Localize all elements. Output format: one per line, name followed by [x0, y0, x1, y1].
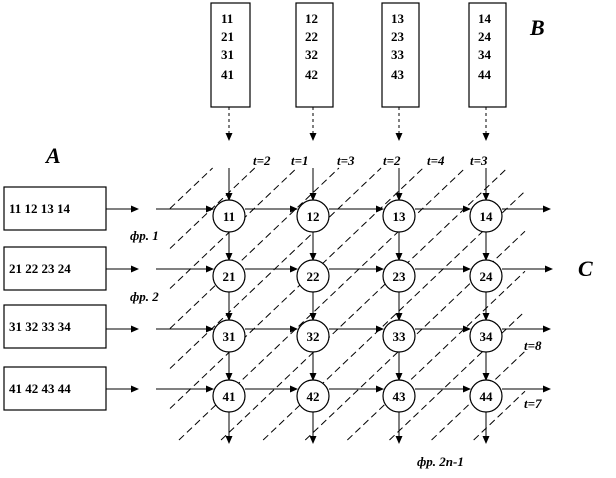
matrix-a-row-2: 21 22 23 24 [3, 246, 107, 291]
node: 21 [212, 259, 246, 293]
node-label: 24 [480, 269, 494, 284]
node-label: 43 [393, 389, 407, 404]
node: 31 [212, 319, 246, 353]
matrix-b-column-2: 12 22 32 42 [295, 2, 334, 108]
wavefront-line [169, 167, 298, 289]
node: 13 [382, 199, 416, 233]
wavefront-line [473, 390, 526, 441]
b-value: 31 [221, 47, 234, 62]
time-label: t=3 [470, 153, 488, 168]
time-label: t=7 [524, 396, 542, 411]
wavefront-line [347, 270, 526, 441]
matrix-c-label: C [578, 256, 593, 281]
node: 11 [212, 199, 246, 233]
node: 24 [469, 259, 503, 293]
node-label: 14 [480, 209, 494, 224]
matrix-b-column-3: 13 23 33 43 [381, 2, 420, 108]
time-label: t=2 [383, 153, 401, 168]
b-value: 33 [391, 47, 405, 62]
node: 42 [296, 379, 330, 413]
node-label: 33 [393, 329, 407, 344]
b-value: 42 [305, 67, 318, 82]
b-value: 24 [478, 29, 492, 44]
time-label: t=2 [253, 153, 271, 168]
a-row-values: 31 32 33 34 [9, 319, 71, 334]
b-value: 43 [391, 67, 405, 82]
node: 33 [382, 319, 416, 353]
time-label: t=3 [337, 153, 355, 168]
b-value: 13 [391, 11, 405, 26]
matrix-b-label: B [529, 15, 545, 40]
b-value: 32 [305, 47, 318, 62]
b-value: 21 [221, 29, 234, 44]
node: 12 [296, 199, 330, 233]
node: 43 [382, 379, 416, 413]
b-value: 44 [478, 67, 492, 82]
matrix-b-column-1: 11 21 31 41 [210, 2, 251, 108]
wavefront-line [304, 230, 526, 441]
front-label: фр. 1 [130, 228, 159, 243]
node: 41 [212, 379, 246, 413]
b-value: 12 [305, 11, 318, 26]
matrix-a-row-1: 11 12 13 14 [3, 186, 107, 231]
wavefront-line [169, 167, 213, 209]
node-label: 41 [223, 389, 236, 404]
front-label: фр. 2n-1 [417, 454, 464, 469]
grid-connections [106, 107, 553, 444]
matrix-a-label: A [44, 143, 61, 168]
node-label: 12 [307, 209, 320, 224]
b-value: 22 [305, 29, 318, 44]
front-label: фр. 2 [130, 289, 159, 304]
matrix-a-row-4: 41 42 43 44 [3, 366, 107, 411]
node-label: 11 [223, 209, 235, 224]
matrix-a-row-3: 31 32 33 34 [3, 304, 107, 349]
node-label: 21 [223, 269, 236, 284]
wavefront-line [169, 167, 424, 409]
node-label: 13 [393, 209, 407, 224]
wavefront-line [389, 310, 526, 441]
node: 22 [296, 259, 330, 293]
node: 34 [469, 319, 503, 353]
matrix-b-column-4: 14 24 34 44 [468, 2, 507, 108]
wavefront-line [169, 167, 382, 369]
node-label: 34 [480, 329, 494, 344]
node: 14 [469, 199, 503, 233]
node-label: 42 [307, 389, 320, 404]
b-value: 41 [221, 67, 234, 82]
a-row-values: 21 22 23 24 [9, 261, 71, 276]
node-label: 44 [480, 389, 494, 404]
b-value: 23 [391, 29, 405, 44]
processing-elements: 11 12 13 14 21 22 23 24 31 32 33 34 41 4… [212, 199, 503, 413]
node: 44 [469, 379, 503, 413]
node-label: 23 [393, 269, 407, 284]
wavefront-line [169, 167, 340, 329]
node-label: 31 [223, 329, 236, 344]
time-label: t=4 [427, 153, 445, 168]
node-label: 22 [307, 269, 320, 284]
node: 23 [382, 259, 416, 293]
node-label: 32 [307, 329, 320, 344]
b-value: 34 [478, 47, 492, 62]
b-value: 14 [478, 11, 492, 26]
time-label: t=8 [524, 338, 542, 353]
a-row-values: 11 12 13 14 [9, 201, 71, 216]
node: 32 [296, 319, 330, 353]
a-row-values: 41 42 43 44 [9, 381, 71, 396]
b-value: 11 [221, 11, 233, 26]
time-label: t=1 [291, 153, 309, 168]
